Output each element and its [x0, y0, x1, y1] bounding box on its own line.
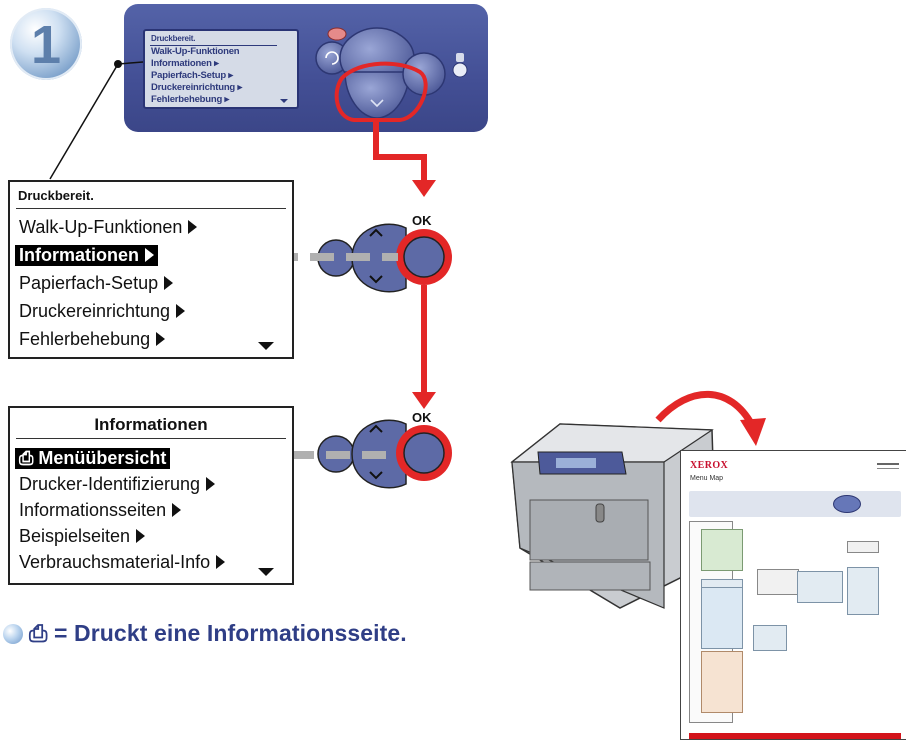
bullet-icon: [3, 624, 23, 644]
page-mark: [877, 468, 899, 469]
printer-door: [529, 499, 649, 561]
menu-item-informationsseiten[interactable]: Informationsseiten: [19, 500, 182, 521]
arrow-right-icon: [164, 276, 174, 290]
print-icon: ⎙: [19, 448, 39, 468]
menu-map-block: [753, 625, 787, 651]
panel-help-button[interactable]: [452, 62, 468, 78]
arrow-right-icon: [206, 477, 216, 491]
menu-item-menuuebersicht-selected[interactable]: ⎙ Menüübersicht: [15, 448, 171, 469]
chevron-down-icon: [369, 471, 383, 480]
chevron-up-icon: [369, 228, 383, 237]
ok-label: OK: [412, 410, 432, 425]
flow-arrow-head: [412, 180, 436, 197]
nav-cluster-1: [317, 223, 452, 293]
menu-map-page: XEROX Menu Map: [680, 450, 906, 740]
panel-scroll-down-icon: [280, 99, 288, 103]
arrow-right-icon: [188, 220, 198, 234]
ok-button[interactable]: [403, 432, 445, 474]
curved-arrow-head: [740, 418, 766, 446]
menu-item-fehlerbehebung[interactable]: Fehlerbehebung: [19, 329, 166, 350]
menu-map-block: [847, 541, 879, 553]
screen-title: Informationen: [94, 415, 208, 434]
step-number: 1: [30, 15, 62, 75]
menu-item-drucker-identifizierung[interactable]: Drucker-Identifizierung: [19, 474, 216, 495]
menu-map-header-band: [689, 491, 901, 517]
screen-divider: [16, 208, 286, 209]
curved-arrow: [655, 390, 756, 427]
printer-tray: [529, 561, 651, 591]
menu-item-walk-up[interactable]: Walk-Up-Funktionen: [19, 217, 198, 238]
chevron-down-icon: [369, 275, 383, 284]
panel-cancel-button[interactable]: [327, 27, 347, 41]
menu-item-papierfach[interactable]: Papierfach-Setup: [19, 273, 174, 294]
scroll-down-icon: [258, 568, 274, 576]
menu-item-verbrauchsmaterial[interactable]: Verbrauchsmaterial-Info: [19, 552, 226, 573]
leader-line: [49, 63, 119, 180]
menu-map-title: Menu Map: [690, 475, 724, 482]
arrow-right-icon: [216, 555, 226, 569]
chevron-down-icon: [370, 99, 384, 108]
panel-lcd-divider: [150, 45, 277, 46]
panel-lcd-line: Papierfach-Setup ▸: [151, 70, 233, 81]
step-number-badge: 1: [10, 8, 82, 80]
menu-map-button-icon: [833, 495, 861, 513]
ok-button[interactable]: [403, 236, 445, 278]
panel-buttons: [315, 27, 468, 122]
menu-map-footer-bar: [689, 733, 901, 739]
lcd-screen-main-menu: Druckbereit. Walk-Up-Funktionen Informat…: [8, 180, 294, 359]
panel-lcd-line: Fehlerbehebung ▸: [151, 94, 230, 105]
menu-map-block: [701, 651, 743, 713]
flow-arrow-line: [373, 120, 427, 182]
highlight-ring: [334, 61, 428, 122]
panel-lcd-line: Informationen ▸: [151, 58, 219, 69]
lcd-screen-informationen: Informationen ⎙ Menüübersicht Drucker-Id…: [8, 406, 294, 585]
xerox-logo: XEROX: [690, 460, 729, 471]
menu-map-block: [797, 571, 843, 603]
menu-map-block: [701, 529, 743, 571]
menu-map-block: [847, 567, 879, 615]
panel-lcd-line: Druckereinrichtung ▸: [151, 82, 243, 93]
menu-map-block: [757, 569, 799, 595]
page-mark: [877, 463, 899, 465]
leader-line: [117, 61, 144, 65]
arrow-right-icon: [156, 332, 166, 346]
screen-divider: [16, 438, 286, 439]
menu-map-block: [701, 587, 743, 649]
panel-down-button[interactable]: [344, 71, 410, 119]
menu-item-informationen-selected[interactable]: Informationen: [15, 245, 158, 266]
printer-illustration: [510, 423, 717, 609]
caption-text: = Druckt eine Informationsseite.: [54, 620, 407, 646]
panel-lcd-status: Druckbereit.: [151, 34, 196, 43]
panel-lcd-display: Druckbereit. Walk-Up-Funktionen Informat…: [143, 29, 299, 109]
chevron-up-icon: [369, 424, 383, 433]
ok-label: OK: [412, 213, 432, 228]
scroll-down-icon: [258, 342, 274, 350]
menu-item-druckereinrichtung[interactable]: Druckereinrichtung: [19, 301, 186, 322]
panel-lcd-line: Walk-Up-Funktionen: [151, 46, 240, 57]
printer-display-small: [556, 458, 596, 468]
arrow-right-icon: [176, 304, 186, 318]
arrow-right-icon: [172, 503, 182, 517]
help-icon: [456, 53, 464, 62]
menu-item-beispielseiten[interactable]: Beispielseiten: [19, 526, 146, 547]
arrow-right-icon: [136, 529, 146, 543]
print-icon: ⎙: [29, 620, 54, 646]
back-arrow-icon: [325, 51, 339, 65]
flow-arrow-head: [412, 392, 436, 409]
screen-title: Druckbereit.: [18, 188, 94, 203]
caption: ⎙ = Druckt eine Informationsseite.: [3, 620, 407, 647]
arrow-right-icon: [145, 248, 154, 262]
printer-handle: [595, 503, 605, 523]
